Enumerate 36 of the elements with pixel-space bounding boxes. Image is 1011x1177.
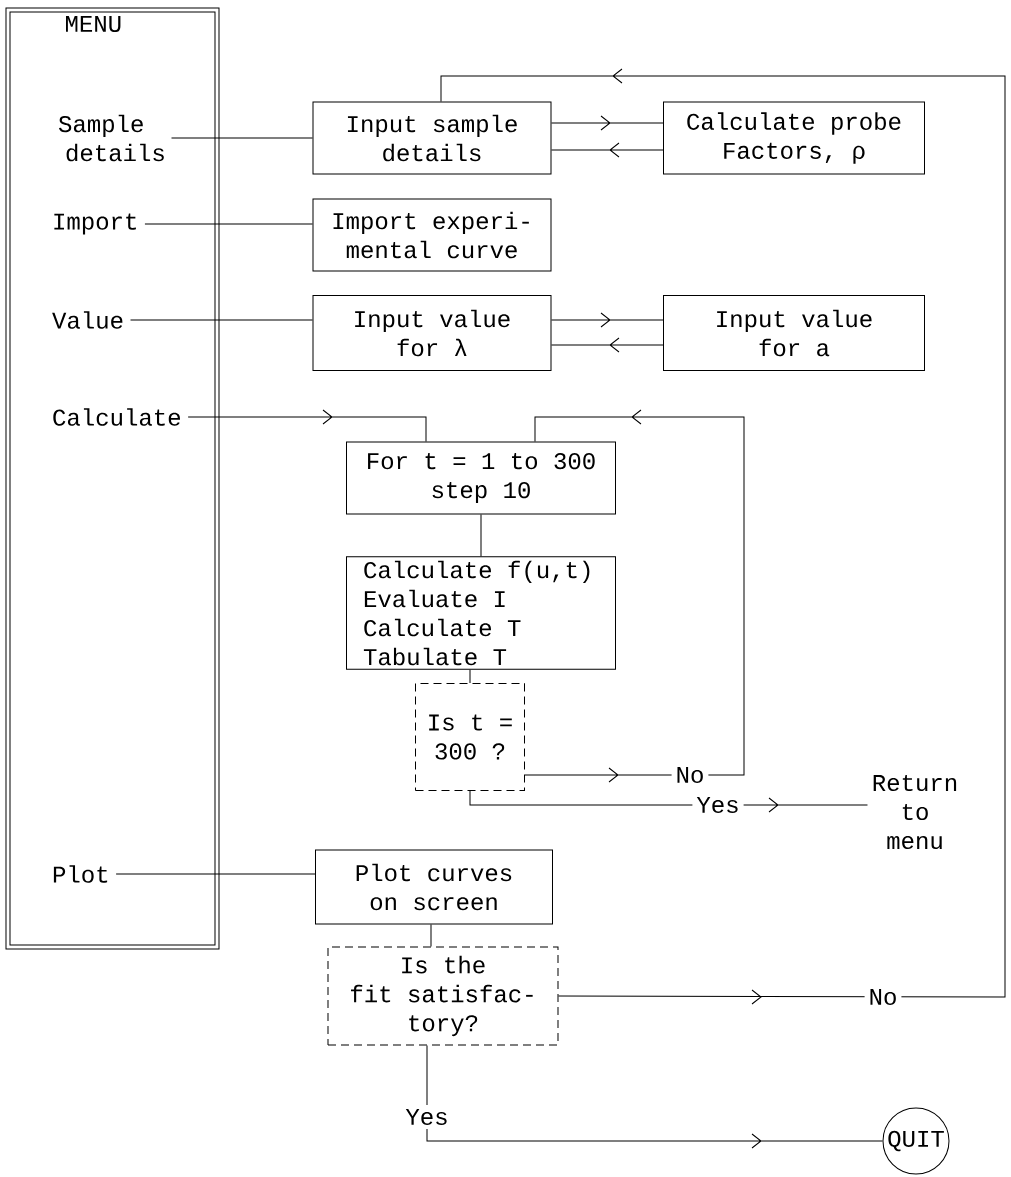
connector-line [144, 223, 313, 225]
process-box: Plot curves on screen [315, 849, 553, 925]
process-box: Calculate probe Factors, ρ [663, 101, 925, 175]
connector-line [551, 115, 664, 131]
edge-label: No [864, 985, 902, 1010]
menu-item: Import [54, 213, 136, 235]
menu-item: Value [52, 311, 123, 329]
connector-line [469, 790, 868, 813]
connector-line [430, 924, 432, 947]
process-box: Input value for λ [312, 295, 552, 371]
process-box: Input sample details [312, 101, 552, 175]
connector-line [426, 1045, 883, 1149]
connector-line [524, 409, 745, 783]
menu-item: Calculate [53, 408, 180, 426]
connector-line [551, 312, 664, 328]
connector-line [187, 409, 427, 442]
connector-line [551, 142, 664, 158]
connector-line [130, 319, 313, 321]
connector-line [469, 669, 471, 684]
process-box: Calculate f(u,t) Evaluate I Calculate T Tabulate T [346, 556, 616, 670]
menu-item: Sample details [58, 114, 164, 162]
edge-label: No [671, 763, 709, 788]
menu-item: Plot [53, 865, 108, 883]
edge-label: Yes [692, 793, 744, 818]
connector-line [171, 137, 313, 139]
connector-line [440, 68, 1006, 1005]
connector-line [480, 514, 482, 557]
decision-box: Is t = 300 ? [415, 683, 525, 791]
exit-text: Return to menu [873, 774, 957, 850]
connector-line [115, 873, 316, 875]
edge-label: Yes [401, 1105, 453, 1130]
process-box: Input value for a [663, 295, 925, 371]
process-box: Import experi- mental curve [312, 198, 552, 272]
connector-line [551, 337, 664, 353]
process-box: For t = 1 to 300 step 10 [346, 441, 616, 515]
decision-box: Is the fit satisfac- tory? [327, 946, 559, 1046]
